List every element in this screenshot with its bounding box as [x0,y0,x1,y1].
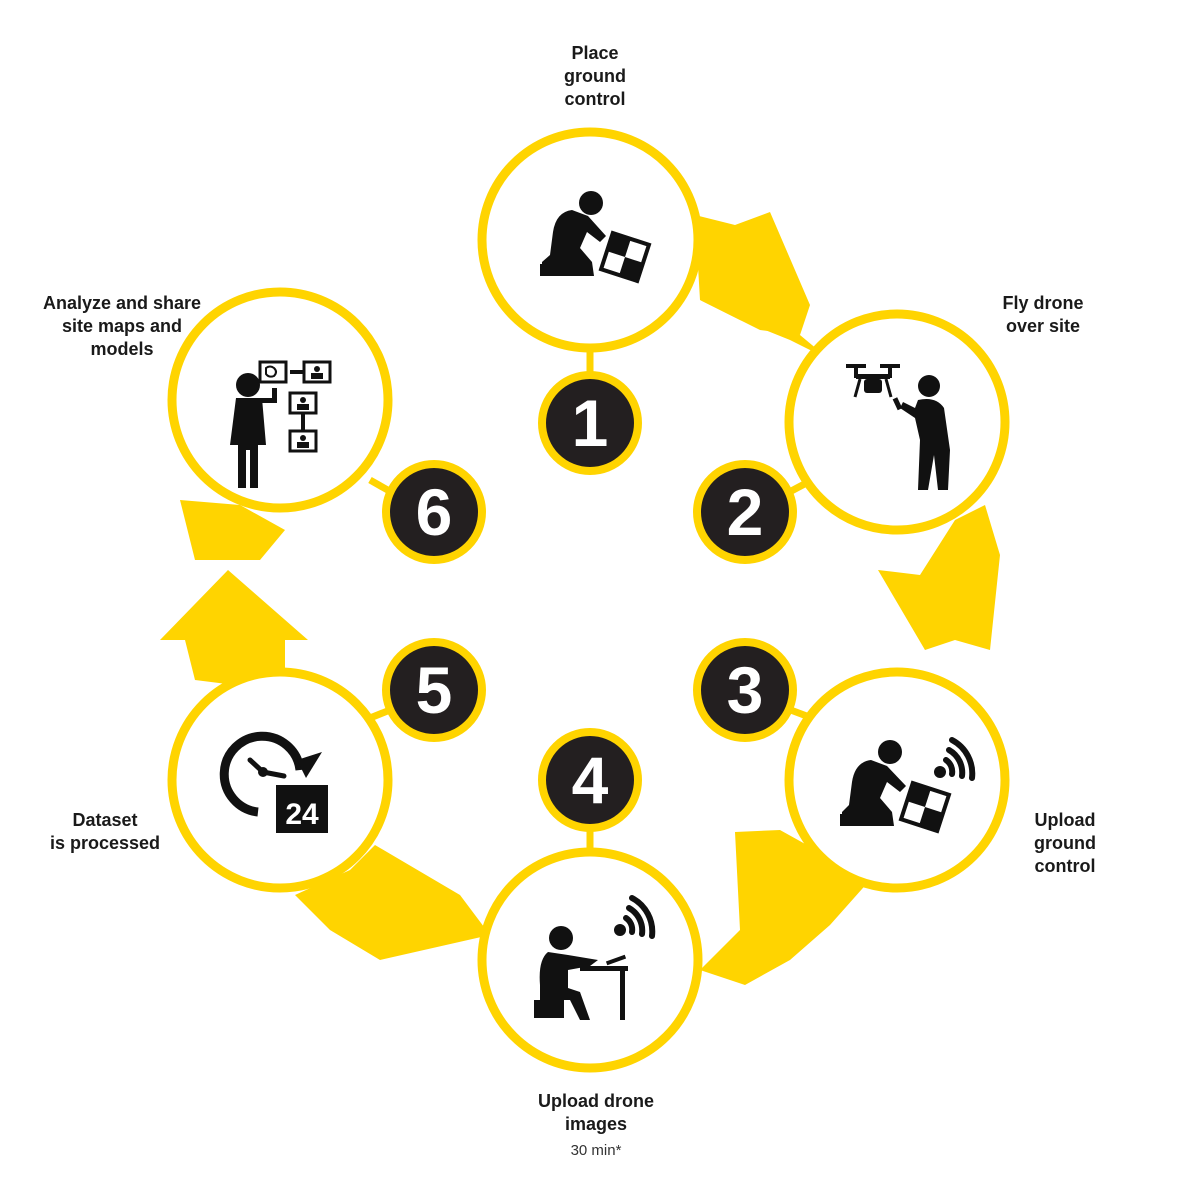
arrow-6-to-1 [180,500,285,560]
step-4-label: Upload drone images [538,1091,654,1134]
presenter-sharing-icon [230,360,332,488]
arrow-3-to-4 [700,830,870,985]
step-3-label: Upload ground control [1034,810,1096,876]
step-1-badge: 1 [538,371,642,475]
step-6-label: Analyze and share site maps and models [42,293,202,359]
cycle-arrows [160,212,1000,985]
clock-24-text: 24 [285,798,319,831]
step-4-badge: 4 [538,728,642,832]
clock-24-icon: 24 [219,731,328,833]
kneeling-person-marker-wifi-icon [840,737,976,834]
step-5-circle [167,667,393,893]
step-1-number: 1 [572,386,609,460]
step-6-circle [167,287,393,513]
step-3-badge: 3 [693,638,797,742]
step-2-label: Fly drone over site [1002,293,1084,336]
arrow-1-to-2 [695,212,810,335]
step-5-number: 5 [416,653,453,727]
arrow-1-to-2-band [700,300,830,360]
step-1-circle [477,127,703,353]
person-flying-drone-icon [846,364,950,490]
kneeling-person-marker-icon [540,191,652,284]
person-laptop-wifi-icon [534,895,656,1020]
step-6-badge: 6 [382,460,486,564]
step-5-badge: 5 [382,638,486,742]
step-4-number: 4 [572,743,609,817]
step-2-number: 2 [727,475,764,549]
step-2-circle [784,309,1010,535]
step-4-sublabel: 30 min* [570,1142,622,1159]
arrow-2-to-3 [878,505,1000,650]
step-3-number: 3 [727,653,764,727]
step-5-label: Dataset is processed [49,810,161,853]
step-1-label: Place ground control [564,43,626,109]
step-6-number: 6 [416,475,453,549]
number-badges: 1 2 3 4 5 6 [382,371,797,832]
step-2-badge: 2 [693,460,797,564]
arrow-4-to-5 [295,845,490,960]
arrow-5-to-6 [160,570,308,685]
